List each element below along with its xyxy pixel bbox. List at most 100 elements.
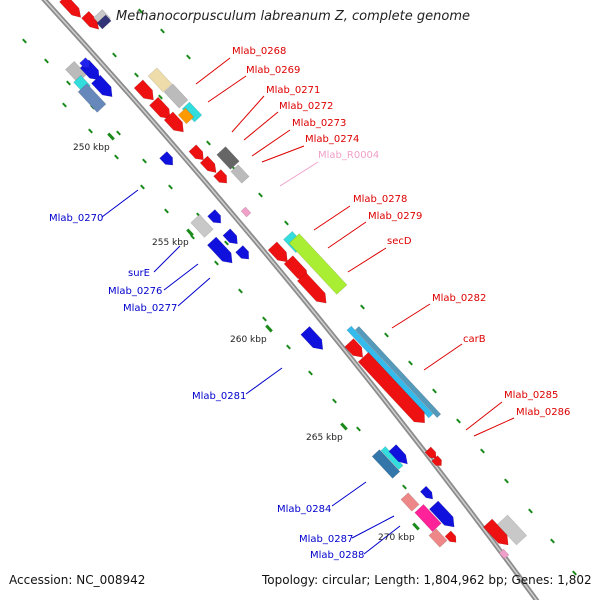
callout-line xyxy=(195,57,231,85)
gene-feature[interactable] xyxy=(159,151,177,168)
gene-feature[interactable] xyxy=(414,503,442,533)
tick-mark xyxy=(360,304,365,310)
gene-feature[interactable] xyxy=(207,209,225,226)
gene-feature[interactable] xyxy=(444,530,459,545)
gene-label[interactable]: Mlab_0269 xyxy=(246,65,300,76)
gene-feature[interactable] xyxy=(346,325,434,419)
gene-label[interactable]: Mlab_0271 xyxy=(266,85,320,96)
gene-label[interactable]: Mlab_0286 xyxy=(516,407,570,418)
gene-label[interactable]: Mlab_0279 xyxy=(368,211,422,222)
major-tick-mark xyxy=(340,422,348,431)
gene-feature[interactable] xyxy=(222,228,241,248)
gene-label[interactable]: Mlab_0270 xyxy=(49,213,103,224)
tick-mark xyxy=(116,130,121,136)
callout-line xyxy=(473,417,515,437)
gene-feature[interactable] xyxy=(240,206,252,218)
tick-mark xyxy=(258,192,263,198)
kbp-label-260: 260 kbp xyxy=(230,335,267,345)
gene-feature[interactable] xyxy=(235,245,253,262)
gene-feature[interactable] xyxy=(300,325,328,353)
major-tick-mark xyxy=(107,132,115,141)
callout-line xyxy=(163,263,199,291)
gene-features xyxy=(59,0,528,560)
tick-mark xyxy=(164,208,169,214)
gene-label[interactable]: Mlab_0274 xyxy=(305,134,359,145)
gene-label[interactable]: Mlab_0276 xyxy=(108,286,162,297)
tick-mark xyxy=(140,184,145,190)
gene-label[interactable]: secD xyxy=(387,236,412,247)
genome-title: Methanocorpusculum labreanum Z, complete… xyxy=(116,9,470,24)
gene-feature[interactable] xyxy=(267,241,292,266)
callout-line xyxy=(279,161,319,187)
gene-feature[interactable] xyxy=(344,338,367,362)
gene-label[interactable]: surE xyxy=(128,268,150,279)
gene-feature[interactable] xyxy=(133,79,158,104)
gene-feature[interactable] xyxy=(213,169,231,186)
callout-line xyxy=(153,245,181,273)
gene-feature[interactable] xyxy=(163,83,189,109)
gene-label[interactable]: Mlab_0282 xyxy=(432,293,486,304)
label-callout-lines xyxy=(101,57,515,555)
callout-line xyxy=(101,189,139,218)
gene-feature[interactable] xyxy=(288,233,348,295)
gene-feature[interactable] xyxy=(419,485,435,502)
gene-label[interactable]: carB xyxy=(463,334,486,345)
callout-line xyxy=(327,221,367,249)
tick-mark xyxy=(432,388,437,394)
gene-feature[interactable] xyxy=(428,528,448,548)
callout-line xyxy=(313,205,351,231)
callout-line xyxy=(231,95,265,133)
gene-feature[interactable] xyxy=(188,144,207,164)
gene-label[interactable]: Mlab_0268 xyxy=(232,46,286,57)
major-tick-mark xyxy=(265,324,273,333)
tick-mark xyxy=(114,154,119,160)
gene-label[interactable]: Mlab_0284 xyxy=(277,504,331,515)
gene-feature[interactable] xyxy=(177,107,195,125)
gene-feature[interactable] xyxy=(498,548,510,560)
gene-feature[interactable] xyxy=(428,500,458,531)
gene-feature[interactable] xyxy=(149,96,174,123)
kbp-label-270: 270 kbp xyxy=(378,533,415,543)
tick-mark xyxy=(66,80,71,86)
gene-label[interactable]: Mlab_0287 xyxy=(299,534,353,545)
gene-feature[interactable] xyxy=(181,101,203,123)
gene-feature[interactable] xyxy=(496,514,528,546)
gene-feature[interactable] xyxy=(400,492,420,512)
topology-summary: Topology: circular; Length: 1,804,962 bp… xyxy=(262,573,592,587)
gene-feature[interactable] xyxy=(77,83,107,113)
gene-feature[interactable] xyxy=(371,449,401,479)
gene-feature[interactable] xyxy=(216,146,240,170)
tick-mark xyxy=(356,426,361,432)
gene-feature[interactable] xyxy=(163,111,188,136)
gene-feature[interactable] xyxy=(190,214,214,238)
gene-feature[interactable] xyxy=(431,455,445,469)
gene-label[interactable]: Mlab_0278 xyxy=(353,194,407,205)
gene-feature[interactable] xyxy=(388,444,411,468)
genome-backbone-highlight xyxy=(43,0,538,600)
major-tick-mark xyxy=(412,522,420,531)
gene-feature[interactable] xyxy=(96,14,112,30)
tick-mark xyxy=(138,8,143,14)
gene-feature[interactable] xyxy=(424,446,439,461)
gene-feature[interactable] xyxy=(59,0,84,21)
gene-feature[interactable] xyxy=(296,272,330,308)
gene-label[interactable]: Mlab_0288 xyxy=(310,550,364,561)
gene-label[interactable]: Mlab_0281 xyxy=(192,391,246,402)
gene-label[interactable]: Mlab_0273 xyxy=(292,118,346,129)
callout-line xyxy=(391,303,431,329)
gene-feature[interactable] xyxy=(357,351,430,427)
gene-label[interactable]: Mlab_R0004 xyxy=(318,150,379,161)
tick-mark xyxy=(168,184,173,190)
gene-feature[interactable] xyxy=(91,74,116,101)
gene-label[interactable]: Mlab_0272 xyxy=(279,101,333,112)
gene-label[interactable]: Mlab_0285 xyxy=(504,390,558,401)
gene-feature[interactable] xyxy=(199,155,220,176)
gene-label[interactable]: Mlab_0277 xyxy=(123,303,177,314)
gene-feature[interactable] xyxy=(354,325,442,419)
gene-feature[interactable] xyxy=(147,67,173,93)
callout-line xyxy=(261,145,305,163)
gene-feature[interactable] xyxy=(79,57,93,71)
gene-feature[interactable] xyxy=(206,236,236,267)
gene-feature[interactable] xyxy=(230,164,250,184)
